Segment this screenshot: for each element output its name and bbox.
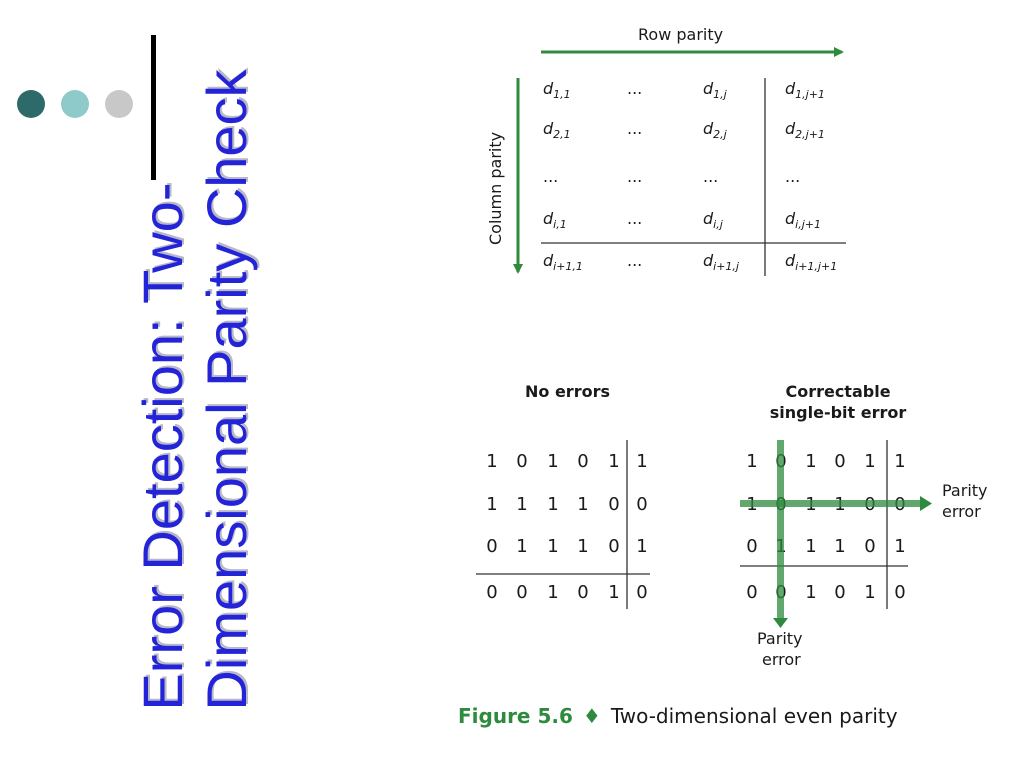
column-parity-error-line2: error (762, 650, 801, 669)
no-errors-bit: 1 (486, 451, 497, 472)
general-matrix-cell: ... (627, 209, 642, 228)
decor-vertical-rule (151, 35, 156, 180)
decor-dot-dark (17, 90, 45, 118)
column-parity-error-line1: Parity (757, 629, 803, 648)
no-errors-bit: 0 (636, 494, 647, 515)
no-errors-bit: 1 (577, 536, 588, 557)
no-errors-bit: 0 (577, 451, 588, 472)
general-matrix-cell: ... (703, 167, 718, 186)
general-matrix-cell: ... (627, 119, 642, 138)
correctable-bit: 1 (834, 536, 845, 557)
no-errors-bit: 1 (636, 451, 647, 472)
general-matrix-cell: d1,j (703, 79, 728, 101)
no-errors-bit: 0 (486, 582, 497, 603)
no-errors-heading: No errors (525, 382, 610, 401)
no-errors-bit: 1 (486, 494, 497, 515)
row-parity-error-line1: Parity (942, 481, 988, 500)
column-error-highlight (777, 440, 784, 618)
general-matrix-cell: di+1,j (703, 251, 740, 273)
caption-text: Two-dimensional even parity (610, 704, 898, 728)
correctable-bit: 1 (864, 451, 875, 472)
no-errors-bit: 0 (516, 451, 527, 472)
no-errors-bit: 1 (577, 494, 588, 515)
general-matrix-cell: d1,1 (543, 79, 571, 101)
correctable-bit: 0 (746, 582, 757, 603)
no-errors-bit: 1 (516, 494, 527, 515)
no-errors-bit: 1 (547, 494, 558, 515)
general-matrix-cell: ... (785, 167, 800, 186)
column-error-arrowhead (773, 618, 788, 628)
correctable-bit: 1 (805, 582, 816, 603)
row-error-highlight (740, 500, 920, 507)
decor-dot-light (61, 90, 89, 118)
no-errors-bit: 1 (547, 536, 558, 557)
caption-separator: ♦ (582, 704, 601, 728)
figure-caption: Figure 5.6 ♦ Two-dimensional even parity (458, 704, 898, 728)
column-parity-label: Column parity (486, 132, 505, 245)
general-matrix-cell: d2,j (703, 119, 728, 141)
general-matrix-cell: d2,j+1 (785, 119, 825, 141)
correctable-matrix-cells: 101011101100011101001010 (746, 451, 905, 603)
general-matrix-cell: ... (627, 79, 642, 98)
correctable-heading-line1: Correctable (785, 382, 890, 401)
general-matrix-cell: di,j+1 (785, 209, 821, 231)
general-matrix-cell: di,1 (543, 209, 567, 231)
no-errors-bit: 0 (577, 582, 588, 603)
general-matrix-cell: di+1,1 (543, 251, 583, 273)
no-errors-bit: 0 (486, 536, 497, 557)
no-errors-bit: 0 (636, 582, 647, 603)
no-errors-bit: 1 (636, 536, 647, 557)
no-errors-bit: 0 (608, 494, 619, 515)
general-matrix-cell: di,j (703, 209, 724, 231)
correctable-bit: 0 (746, 536, 757, 557)
general-matrix-cells: d1,1... d1,j d1,j+1 d2,1... d2,j d2,j+1......… (543, 79, 837, 273)
correctable-bit: 0 (834, 451, 845, 472)
correctable-bit: 1 (805, 536, 816, 557)
general-matrix-cell: d2,1 (543, 119, 571, 141)
correctable-bit: 1 (805, 451, 816, 472)
correctable-bit: 0 (864, 536, 875, 557)
no-errors-bit: 0 (516, 582, 527, 603)
no-errors-bit: 1 (547, 582, 558, 603)
row-parity-error-line2: error (942, 502, 981, 521)
general-matrix-cell: di+1,j+1 (785, 251, 837, 273)
general-matrix-cell: ... (627, 167, 642, 186)
row-error-arrowhead (920, 496, 932, 511)
no-errors-bit: 1 (547, 451, 558, 472)
general-matrix-cell: ... (543, 167, 558, 186)
decor-dot-gray (105, 90, 133, 118)
correctable-bit: 1 (894, 451, 905, 472)
no-errors-bit: 1 (608, 451, 619, 472)
no-errors-bit: 1 (516, 536, 527, 557)
no-errors-bit: 1 (608, 582, 619, 603)
general-matrix-cell: ... (627, 251, 642, 270)
correctable-bit: 1 (746, 451, 757, 472)
correctable-bit: 0 (894, 582, 905, 603)
general-matrix-cell: d1,j+1 (785, 79, 825, 101)
row-parity-label: Row parity (638, 25, 723, 44)
figure-number: Figure 5.6 (458, 704, 573, 728)
correctable-heading-line2: single-bit error (770, 403, 907, 422)
correctable-bit: 1 (894, 536, 905, 557)
no-errors-bit: 0 (608, 536, 619, 557)
correctable-bit: 1 (864, 582, 875, 603)
correctable-bit: 0 (834, 582, 845, 603)
